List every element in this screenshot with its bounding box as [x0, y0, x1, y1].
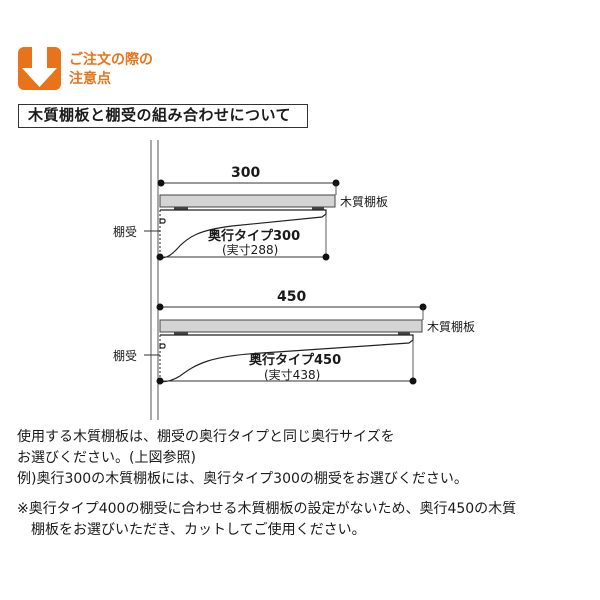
notice-title-line1: ご注文の際の	[69, 52, 153, 68]
down-arrow-icon	[18, 47, 61, 90]
notice-title: ご注文の際の 注意点	[69, 51, 153, 89]
note-line-2: お選びください。(上図参照)	[17, 450, 196, 466]
upper-bracket-label: 棚受	[113, 225, 138, 239]
note-caution-line-2: 棚板をお選びいただき、カットしてご使用ください。	[31, 522, 366, 538]
note-line-1: 使用する木質棚板は、棚受の奥行タイプと同じ奥行サイズを	[17, 429, 395, 445]
lower-depth-type: 奥行タイプ450	[249, 353, 342, 368]
section-heading: 木質棚板と棚受の組み合わせについて	[18, 104, 308, 128]
lower-actual-size: (実寸438)	[264, 368, 321, 382]
lower-shelf-label: 木質棚板	[427, 320, 476, 334]
upper-shelf-dimension: 300	[231, 165, 261, 181]
lower-shelf-dimension: 450	[277, 289, 307, 305]
notice-title-line2: 注意点	[69, 71, 111, 87]
upper-shelf-label: 木質棚板	[340, 195, 389, 209]
note-caution-line-1: ※奥行タイプ400の棚受に合わせる木質棚板の設定がないため、奥行450の木質	[17, 501, 517, 517]
note-example: 例)奥行300の木質棚板には、奥行タイプ300の棚受をお選びください。	[17, 471, 468, 487]
lower-bracket-label: 棚受	[113, 349, 138, 363]
upper-depth-type: 奥行タイプ300	[208, 229, 301, 244]
upper-actual-size: (実寸288)	[222, 243, 279, 257]
